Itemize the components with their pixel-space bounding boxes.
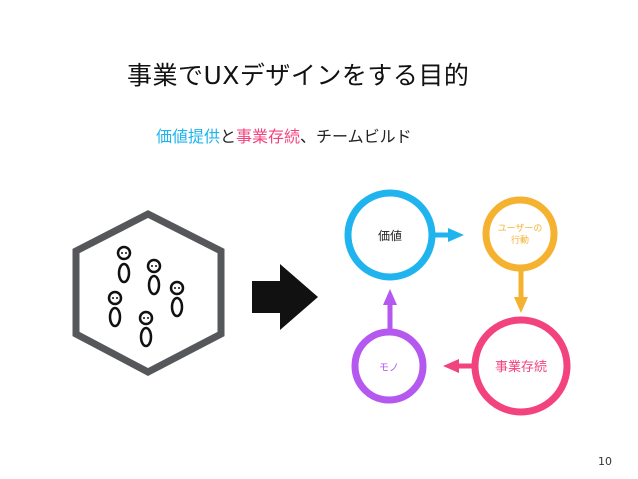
subtitle-team-building: 、チームビルド: [300, 127, 412, 146]
page-number: 10: [598, 455, 612, 468]
team-hexagon-icon: [72, 210, 225, 376]
slide-subtitle: 価値提供と事業存続、チームビルド: [156, 123, 412, 147]
circle-value: 価値: [344, 189, 436, 281]
person-5-icon: [138, 310, 154, 348]
right-arrow-icon: [252, 264, 318, 330]
circle-thing-label: モノ: [379, 363, 399, 374]
people-eyes: [112, 252, 180, 319]
slide-title: 事業でUXデザインをする目的: [127, 61, 470, 90]
circle-business-label: 事業存続: [495, 359, 547, 375]
arrow-user-action-to-business-icon: [514, 268, 528, 313]
circle-user-action-label-2: 行動: [511, 234, 529, 246]
arrow-thing-to-value-icon: [383, 289, 397, 332]
subtitle-value-provision: 価値提供: [156, 127, 221, 146]
arrow-value-to-user-action-icon: [432, 228, 464, 242]
circle-user-action-label-1: ユーザーの: [498, 223, 543, 234]
circle-business: 事業存続: [471, 316, 571, 416]
people-icon: [107, 245, 185, 348]
circle-thing: モノ: [351, 328, 427, 404]
circle-value-label: 価値: [378, 228, 402, 243]
arrow-business-to-thing-icon: [443, 359, 475, 373]
person-4-icon: [107, 290, 123, 328]
person-3-icon: [169, 280, 185, 318]
subtitle-business-continuity: 事業存続: [236, 127, 301, 146]
circle-user-action: ユーザーの 行動: [482, 196, 558, 272]
person-2-icon: [146, 258, 162, 296]
person-1-icon: [116, 245, 132, 284]
subtitle-and: と: [220, 127, 237, 146]
